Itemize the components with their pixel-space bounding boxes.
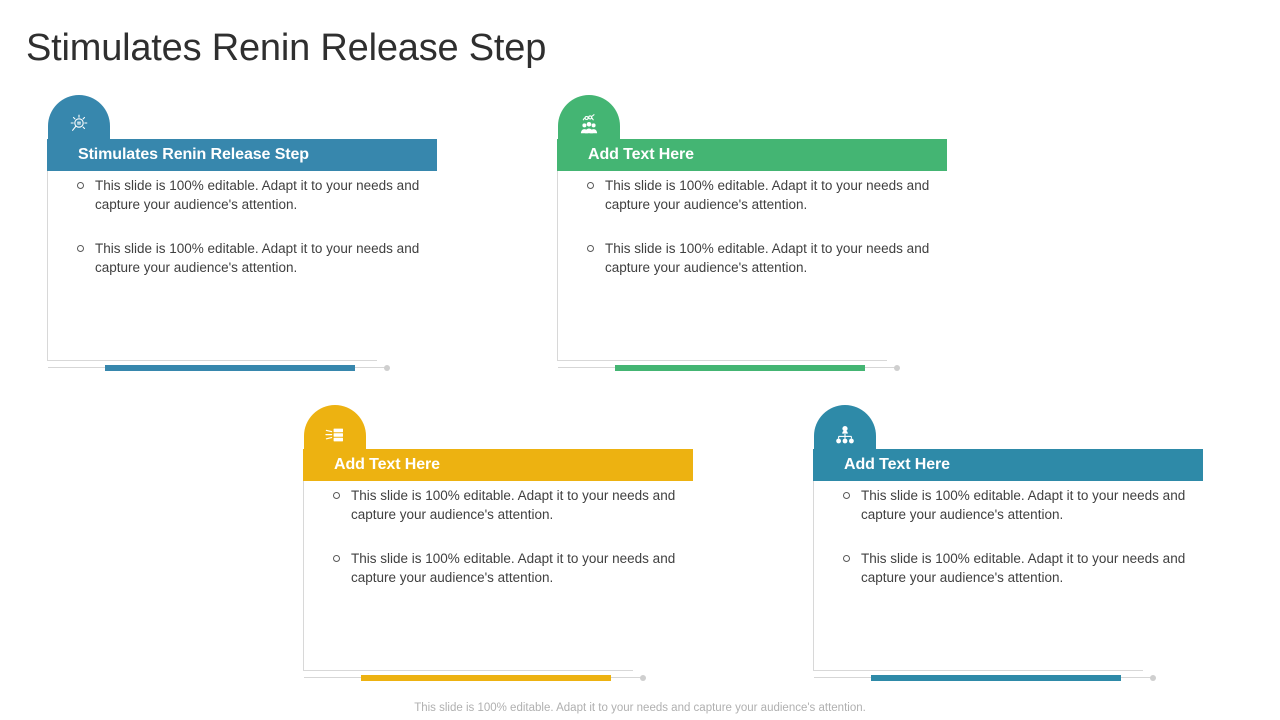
bullet-circle-icon bbox=[843, 492, 850, 499]
list-item: This slide is 100% editable. Adapt it to… bbox=[77, 176, 455, 214]
list-item: This slide is 100% editable. Adapt it to… bbox=[333, 549, 711, 587]
bullet-text: This slide is 100% editable. Adapt it to… bbox=[351, 551, 676, 585]
card-accent-bar bbox=[361, 675, 611, 681]
info-card[interactable]: Add Text Here This slide is 100% editabl… bbox=[813, 405, 1223, 681]
server-database-icon bbox=[322, 422, 348, 448]
card-header: Add Text Here bbox=[303, 449, 693, 481]
card-bullet-list: This slide is 100% editable. Adapt it to… bbox=[333, 486, 711, 612]
card-body bbox=[303, 449, 633, 671]
bullet-text: This slide is 100% editable. Adapt it to… bbox=[861, 488, 1186, 522]
card-icon-badge bbox=[814, 405, 876, 451]
info-card[interactable]: Add Text Here This slide is 100% editabl… bbox=[303, 405, 713, 681]
card-header-title: Add Text Here bbox=[844, 456, 950, 473]
magnifier-idea-icon bbox=[66, 112, 92, 138]
list-item: This slide is 100% editable. Adapt it to… bbox=[333, 486, 711, 524]
bullet-circle-icon bbox=[843, 555, 850, 562]
bullet-text: This slide is 100% editable. Adapt it to… bbox=[95, 241, 420, 275]
bullet-text: This slide is 100% editable. Adapt it to… bbox=[605, 241, 930, 275]
card-accent-bar bbox=[871, 675, 1121, 681]
card-bullet-list: This slide is 100% editable. Adapt it to… bbox=[77, 176, 455, 302]
slide-title: Stimulates Renin Release Step bbox=[26, 27, 547, 69]
bullet-circle-icon bbox=[587, 245, 594, 252]
card-grid: Stimulates Renin Release Step This slide… bbox=[0, 95, 1280, 685]
card-header-title: Add Text Here bbox=[588, 146, 694, 163]
slide-footer: This slide is 100% editable. Adapt it to… bbox=[414, 702, 866, 714]
card-header: Add Text Here bbox=[813, 449, 1203, 481]
team-group-icon bbox=[576, 112, 602, 138]
card-accent-dot bbox=[384, 365, 390, 371]
card-header: Add Text Here bbox=[557, 139, 947, 171]
org-chart-hierarchy-icon bbox=[832, 422, 858, 448]
list-item: This slide is 100% editable. Adapt it to… bbox=[843, 486, 1221, 524]
bullet-circle-icon bbox=[587, 182, 594, 189]
card-accent-bar bbox=[615, 365, 865, 371]
list-item: This slide is 100% editable. Adapt it to… bbox=[77, 239, 455, 277]
card-bullet-list: This slide is 100% editable. Adapt it to… bbox=[843, 486, 1221, 612]
info-card[interactable]: Stimulates Renin Release Step This slide… bbox=[47, 95, 457, 371]
card-accent-dot bbox=[894, 365, 900, 371]
list-item: This slide is 100% editable. Adapt it to… bbox=[587, 239, 965, 277]
bullet-circle-icon bbox=[333, 492, 340, 499]
card-header-title: Add Text Here bbox=[334, 456, 440, 473]
card-body bbox=[47, 139, 377, 361]
card-header-title: Stimulates Renin Release Step bbox=[78, 146, 309, 163]
bullet-circle-icon bbox=[77, 245, 84, 252]
bullet-text: This slide is 100% editable. Adapt it to… bbox=[95, 178, 420, 212]
card-accent-dot bbox=[640, 675, 646, 681]
card-icon-badge bbox=[304, 405, 366, 451]
card-header: Stimulates Renin Release Step bbox=[47, 139, 437, 171]
bullet-circle-icon bbox=[77, 182, 84, 189]
card-bullet-list: This slide is 100% editable. Adapt it to… bbox=[587, 176, 965, 302]
bullet-text: This slide is 100% editable. Adapt it to… bbox=[351, 488, 676, 522]
card-body bbox=[813, 449, 1143, 671]
card-accent-bar bbox=[105, 365, 355, 371]
card-body bbox=[557, 139, 887, 361]
bullet-text: This slide is 100% editable. Adapt it to… bbox=[861, 551, 1186, 585]
card-icon-badge bbox=[48, 95, 110, 141]
list-item: This slide is 100% editable. Adapt it to… bbox=[587, 176, 965, 214]
card-accent-dot bbox=[1150, 675, 1156, 681]
bullet-circle-icon bbox=[333, 555, 340, 562]
card-icon-badge bbox=[558, 95, 620, 141]
bullet-text: This slide is 100% editable. Adapt it to… bbox=[605, 178, 930, 212]
list-item: This slide is 100% editable. Adapt it to… bbox=[843, 549, 1221, 587]
info-card[interactable]: Add Text Here This slide is 100% editabl… bbox=[557, 95, 967, 371]
